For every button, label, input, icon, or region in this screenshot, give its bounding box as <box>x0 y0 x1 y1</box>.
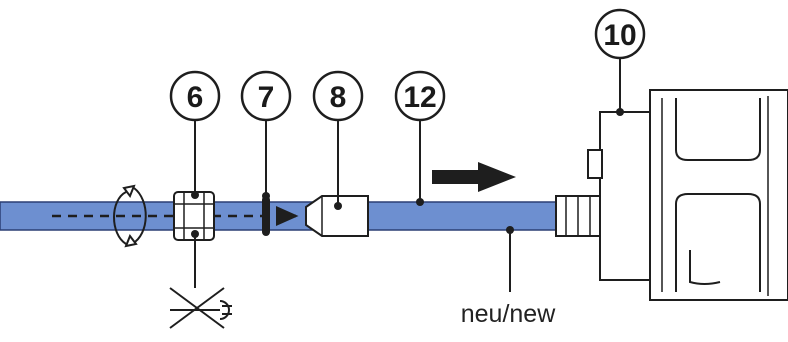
callout-7: 7 <box>240 70 292 122</box>
callout-8-label: 8 <box>330 81 347 114</box>
new-tube-caption: neu/new <box>461 300 556 328</box>
device-connector <box>555 195 603 237</box>
push-arrow-icon <box>432 162 516 192</box>
leader-lines <box>191 58 624 292</box>
callout-10: 10 <box>594 8 646 60</box>
compression-fitting-8 <box>305 195 369 237</box>
callout-7-label: 7 <box>258 81 275 114</box>
callout-12: 12 <box>394 70 446 122</box>
callout-8: 8 <box>312 70 364 122</box>
device-housing-10 <box>587 89 788 301</box>
callout-12-label: 12 <box>403 81 436 114</box>
rotate-arrows-icon <box>113 184 147 248</box>
crossed-wrench-icon <box>169 287 232 329</box>
callout-10-label: 10 <box>603 19 636 52</box>
callout-6-label: 6 <box>187 81 204 114</box>
callout-6: 6 <box>169 70 221 122</box>
o-ring-7 <box>262 196 270 236</box>
